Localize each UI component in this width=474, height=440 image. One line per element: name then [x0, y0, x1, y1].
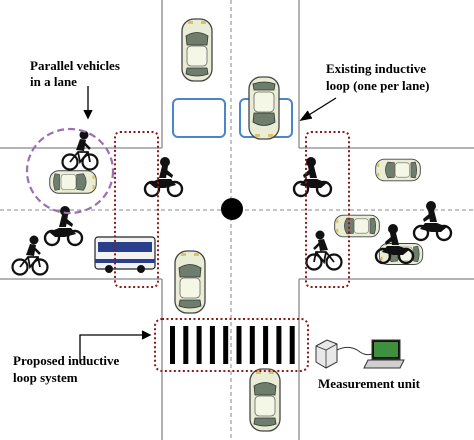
- label-proposed-line1: Proposed inductive: [13, 353, 120, 368]
- proposed-loops: [114, 131, 350, 372]
- loop-strip: [196, 326, 202, 364]
- leader-arrows: [79, 86, 337, 363]
- label-parallel-line1: Parallel vehicles: [30, 58, 120, 73]
- motorcycle-right-1: [292, 155, 333, 198]
- car-right-top: [375, 158, 421, 182]
- measurement-unit-device: [315, 339, 405, 369]
- intersection-center: [221, 198, 243, 220]
- bus: [94, 236, 156, 273]
- bicycle-left: [11, 234, 49, 276]
- loop-strip: [183, 326, 189, 364]
- label-existing-line2: loop (one per lane): [326, 78, 430, 93]
- motorcycle-left-1: [143, 155, 184, 198]
- label-parallel-line2: in a lane: [30, 74, 77, 89]
- car-right-mid: [334, 214, 380, 238]
- label-measurement-unit: Measurement unit: [318, 376, 420, 391]
- proposed-loop-strips: [170, 326, 295, 364]
- loop-strip: [170, 326, 175, 364]
- loop-strip: [276, 326, 282, 364]
- loop-strip: [209, 326, 215, 364]
- loop-strip: [263, 326, 269, 364]
- loop-strip: [249, 326, 255, 364]
- car-on-loop: [248, 76, 280, 140]
- bicycle-right: [305, 229, 343, 271]
- label-existing-line1: Existing inductive: [326, 61, 427, 76]
- bicycle-parallel: [61, 129, 99, 171]
- car-left-lane: [49, 170, 97, 194]
- loop-strip: [223, 326, 229, 364]
- car-south-lane: [174, 250, 206, 314]
- parallel-vehicles-circle: [25, 127, 115, 215]
- label-proposed-line2: loop system: [13, 370, 78, 385]
- car-top-north: [181, 18, 213, 82]
- car-bottom: [249, 368, 281, 432]
- motorcycle-right-2: [412, 199, 453, 242]
- loop-strip: [289, 326, 295, 364]
- loop-strip: [236, 326, 242, 364]
